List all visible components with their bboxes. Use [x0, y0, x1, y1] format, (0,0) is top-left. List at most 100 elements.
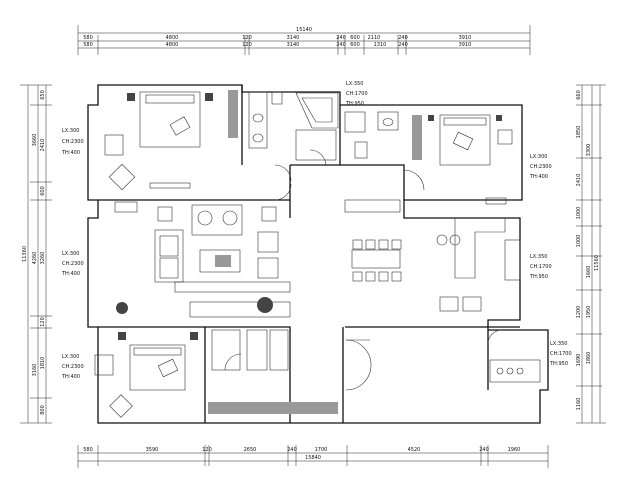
tea-table-set — [191, 204, 243, 236]
bottom-dimension-lines: 580 3590 120 2650 240 1700 4520 240 1960… — [77, 445, 549, 468]
dim-left-inner-6: 800 — [40, 405, 46, 415]
note-dining-th: TH:950 — [529, 274, 548, 280]
note-master-bath-ch: CH:1700 — [346, 91, 368, 97]
bath2-tub — [344, 111, 366, 133]
bed-2-headboard — [443, 117, 487, 126]
dim-left-inner-4: 120 — [40, 317, 46, 327]
bed-3-throw — [157, 358, 179, 378]
dim-left-outer-1: 4260 — [32, 252, 38, 265]
nightstand-2a — [428, 115, 434, 121]
vanity — [248, 91, 268, 149]
note-living-th: TH:400 — [61, 271, 80, 277]
chair-kitchen-2 — [462, 296, 482, 312]
door-swing-living — [274, 183, 292, 201]
dim-bottom-2: 120 — [202, 447, 212, 453]
dim-right-outer-1: 1660 — [586, 266, 592, 279]
dim-top2-8: 3910 — [459, 42, 472, 48]
dim-top1-7: 240 — [398, 35, 408, 41]
sofa — [154, 229, 184, 283]
left-dimension-lines: 11360 3660 4260 3160 650 2410 600 3260 1… — [20, 84, 52, 424]
exterior-walls — [87, 84, 549, 424]
note-dining-lx: LX:350 — [530, 254, 547, 260]
dim-right-inner-2: 2410 — [576, 174, 582, 187]
dim-bottom-0: 580 — [83, 447, 93, 453]
note-bedroom3-lx: LX:300 — [62, 354, 79, 360]
dim-bottom-6: 4520 — [408, 447, 421, 453]
plant-2 — [257, 297, 273, 313]
door-swing-closet — [224, 353, 242, 371]
master-bedroom: LX:300 CH:2300 TH:400 — [61, 90, 238, 191]
basin-2 — [252, 133, 264, 143]
living-room: LX:300 CH:2300 TH:400 — [61, 201, 291, 318]
bed-3-headboard — [133, 347, 182, 356]
note-master-bedroom-ch: CH:2300 — [62, 139, 84, 145]
dim-left-inner-0: 650 — [40, 90, 46, 100]
tea-chair-1 — [197, 210, 213, 226]
rug-border — [174, 281, 291, 293]
bath2-toilet — [354, 141, 368, 159]
dim-bottom-7: 240 — [479, 447, 489, 453]
dim-left-inner-5: 1810 — [40, 357, 46, 370]
coffee-table — [199, 249, 241, 273]
nightstand-3a — [118, 332, 126, 340]
note-master-bath-th: TH:950 — [345, 101, 364, 107]
kitchen: LX:350 CH:1700 TH:950 — [487, 329, 572, 383]
bar-stool-1 — [436, 234, 448, 246]
dim-top1-3: 3140 — [287, 35, 300, 41]
dim-bottom-total: 15840 — [305, 455, 321, 461]
master-bath: LX:350 CH:1700 TH:950 — [248, 81, 368, 161]
bottom-wardrobe — [208, 402, 338, 414]
door-swing-master — [274, 164, 292, 182]
door-swing-entry — [345, 339, 372, 391]
top-dimension-lines: 15140 580 4800 120 3140 240 600 2110 240… — [77, 25, 531, 55]
note-kitchen-ch: CH:1700 — [550, 351, 572, 357]
dim-bottom-8: 1960 — [508, 447, 521, 453]
dining-area: LX:350 CH:1700 TH:950 — [344, 199, 552, 282]
chair-kitchen-1 — [439, 296, 459, 312]
coffee-table-tray — [215, 255, 231, 267]
dim-top1-8: 3910 — [459, 35, 472, 41]
dim-top2-3: 3140 — [287, 42, 300, 48]
note-living-ch: CH:2300 — [62, 261, 84, 267]
dim-top2-6: 1310 — [374, 42, 387, 48]
dining-chairs — [352, 239, 402, 282]
armchair-living-2 — [257, 257, 279, 279]
note-kitchen-th: TH:950 — [549, 361, 568, 367]
toilet — [271, 91, 283, 105]
kitchen-counter — [489, 359, 541, 383]
dining-table — [351, 249, 401, 269]
second-bath — [309, 111, 399, 167]
dim-left-outer-0: 3660 — [32, 134, 38, 147]
nightstand-right — [205, 93, 213, 101]
dim-top2-0: 580 — [83, 42, 93, 48]
bathtub — [295, 92, 339, 129]
note-bedroom2-lx: LX:300 — [530, 154, 547, 160]
note-bedroom2-th: TH:400 — [529, 174, 548, 180]
door-swings — [274, 164, 292, 201]
dim-right-inner-7: 1160 — [576, 398, 582, 411]
bed-headboard — [145, 94, 195, 104]
dim-right-outer-3: 1860 — [586, 352, 592, 365]
dim-left-inner-2: 600 — [40, 186, 46, 196]
side-table-3 — [109, 394, 133, 418]
island-counter — [454, 218, 506, 279]
dim-left-outer-2: 3160 — [32, 364, 38, 377]
closet-2 — [246, 329, 268, 371]
note-master-bedroom-lx: LX:300 — [62, 128, 79, 134]
dim-right-inner-0: 660 — [576, 90, 582, 100]
dim-right-inner-5: 1200 — [576, 306, 582, 319]
dim-bottom-1: 3590 — [146, 447, 159, 453]
dim-left-inner-3: 3260 — [40, 252, 46, 265]
dim-top1-5: 600 — [350, 35, 360, 41]
dim-bottom-4: 240 — [287, 447, 297, 453]
dim-right-total: 11560 — [594, 255, 600, 271]
dim-top1-6: 2110 — [368, 35, 381, 41]
wardrobe-2 — [412, 115, 422, 160]
dim-top2-4: 240 — [336, 42, 346, 48]
door-swing-bath2 — [309, 149, 327, 167]
shower — [295, 129, 337, 161]
bed — [139, 91, 201, 148]
door-swing-bed2 — [403, 169, 425, 191]
dim-right-outer-2: 1950 — [586, 306, 592, 319]
